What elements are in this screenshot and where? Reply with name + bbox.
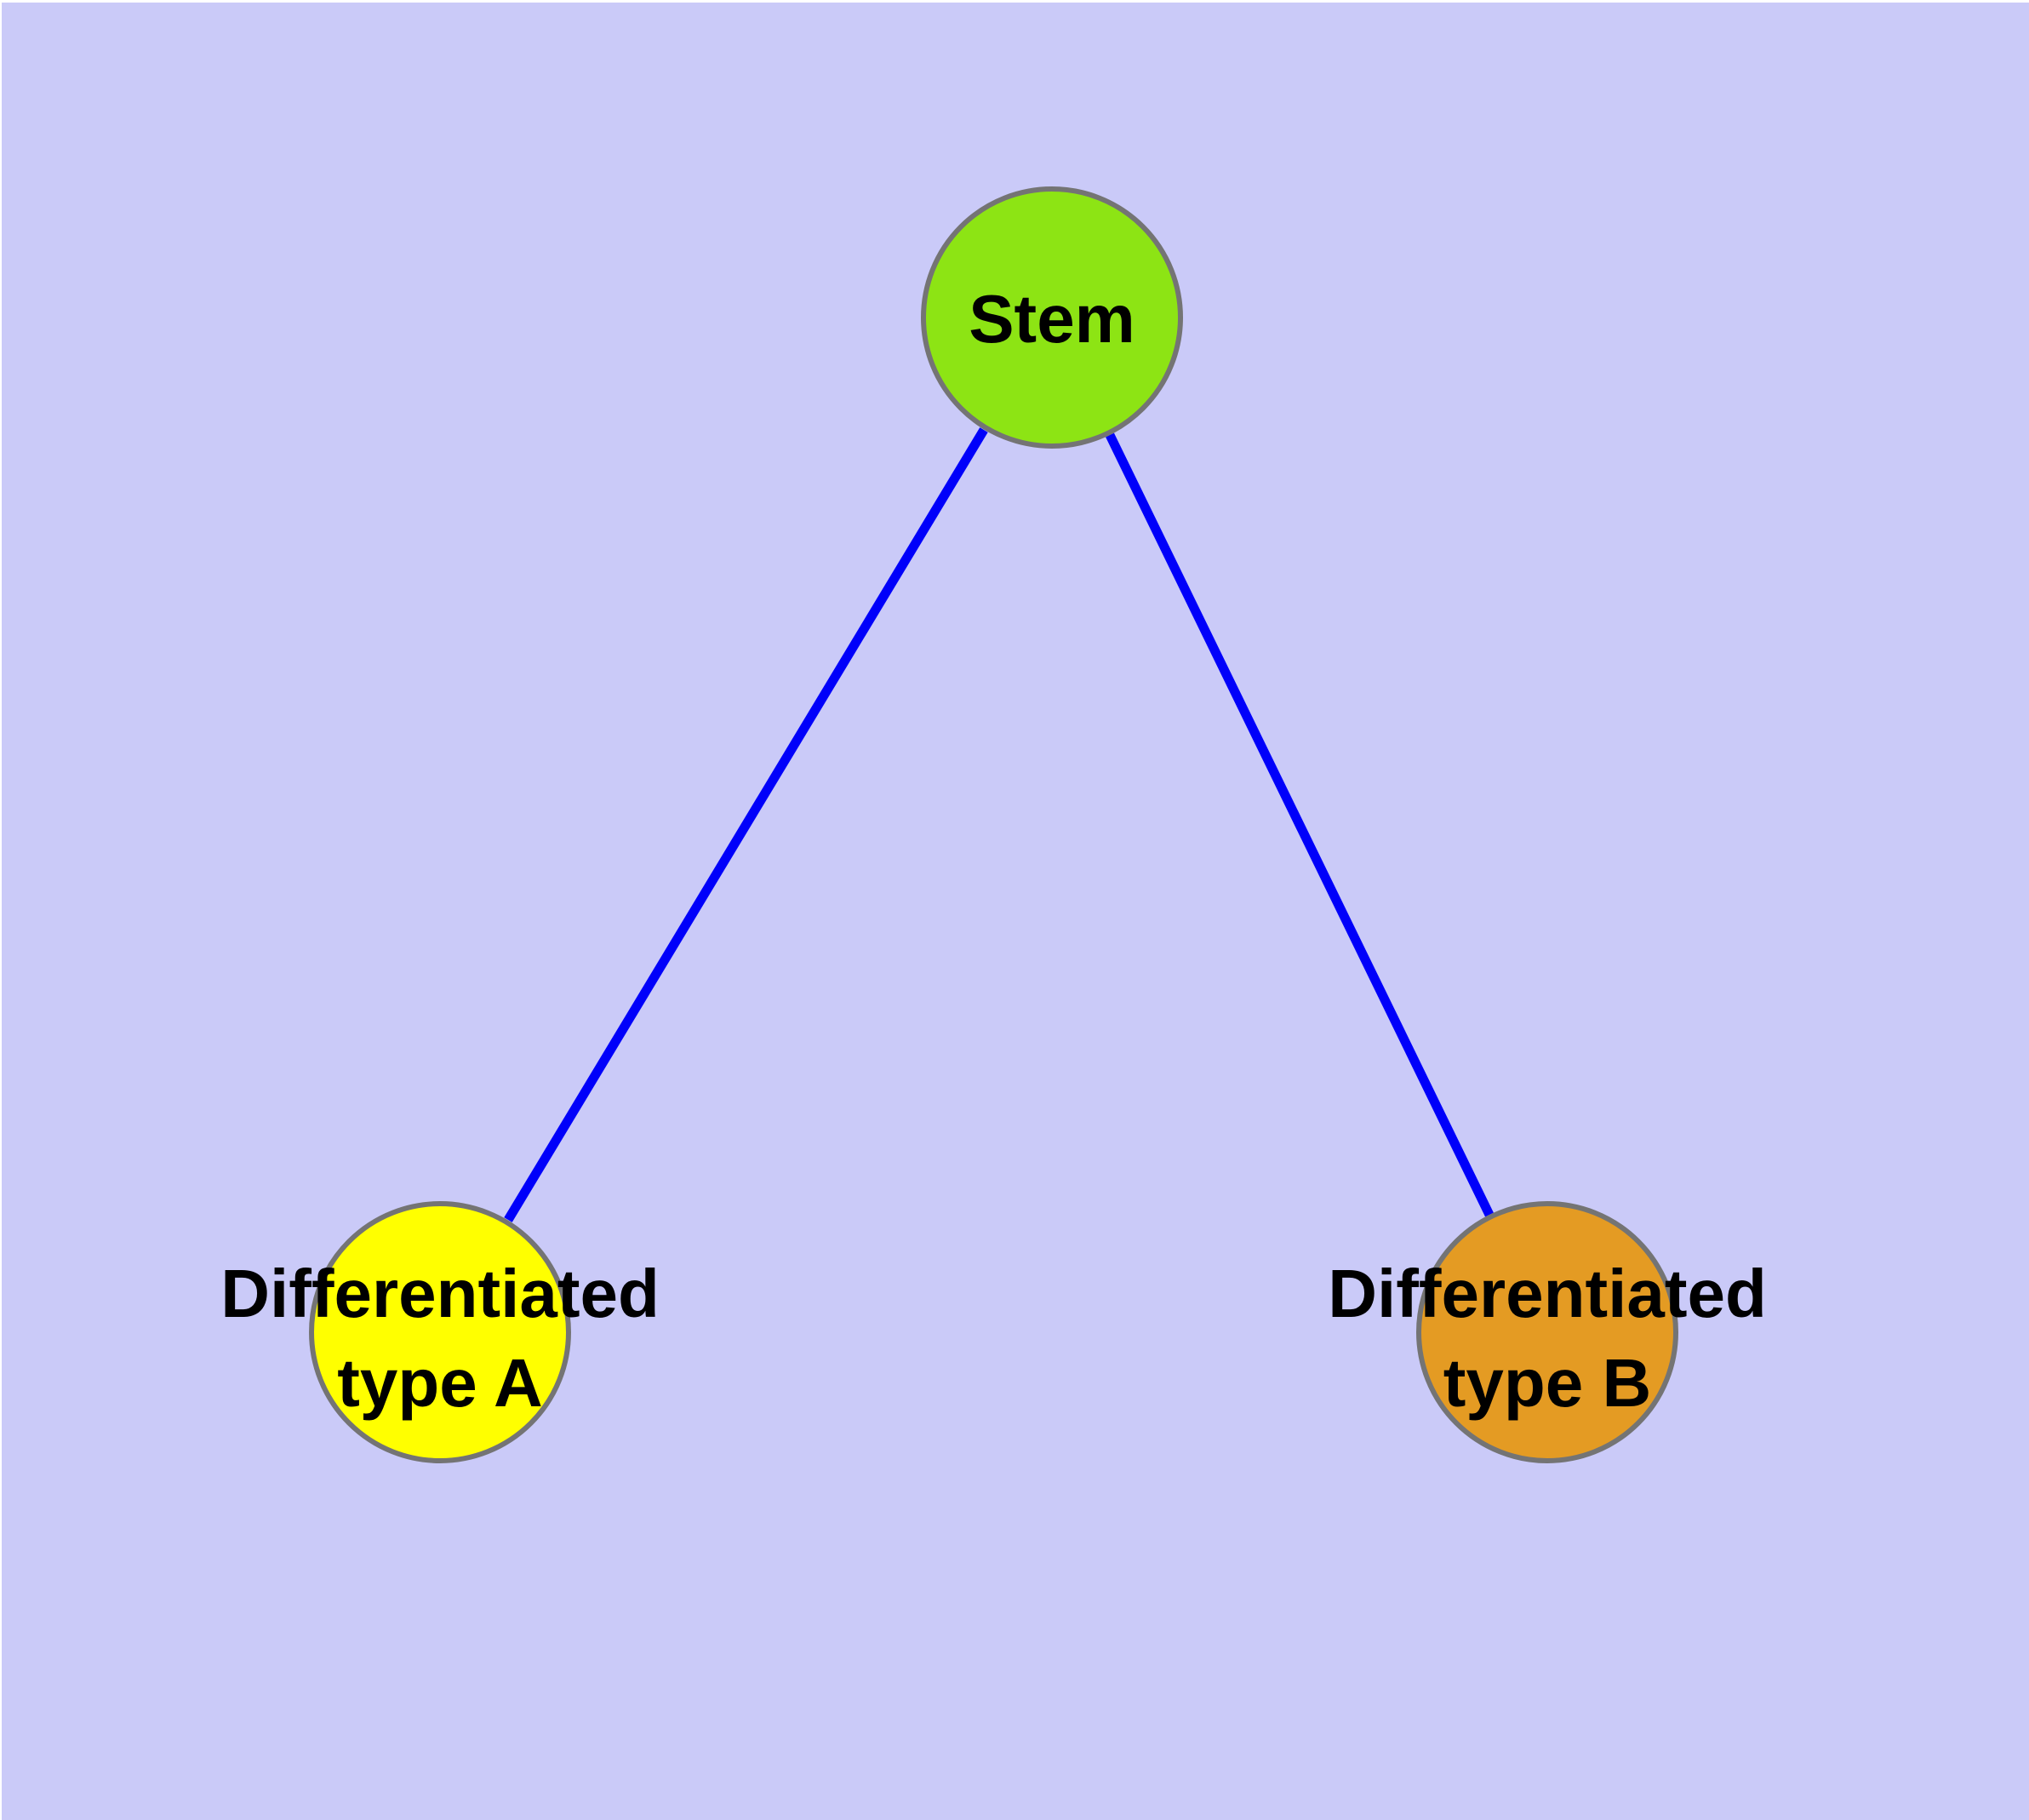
node-differentiated-type-a: Differentiated type A: [220, 1201, 660, 1463]
node-type-a-label-line1: Differentiated: [220, 1256, 660, 1331]
edge-stem-to-type-b: [1106, 432, 1494, 1217]
node-type-b-label-line1: Differentiated: [1328, 1256, 1767, 1331]
node-type-b-circle[interactable]: [1416, 1201, 1678, 1463]
edge-stem-to-type-a: [504, 427, 988, 1222]
edge-layer: [504, 427, 1494, 1222]
node-stem-circle[interactable]: [921, 186, 1183, 449]
node-type-a-label-line2: type A: [337, 1345, 543, 1421]
node-stem-label: Stem: [969, 281, 1135, 357]
node-stem: Stem: [921, 186, 1183, 449]
node-differentiated-type-b: Differentiated type B: [1328, 1201, 1767, 1463]
node-type-b-label-line2: type B: [1443, 1345, 1652, 1421]
node-type-a-circle[interactable]: [309, 1201, 571, 1463]
